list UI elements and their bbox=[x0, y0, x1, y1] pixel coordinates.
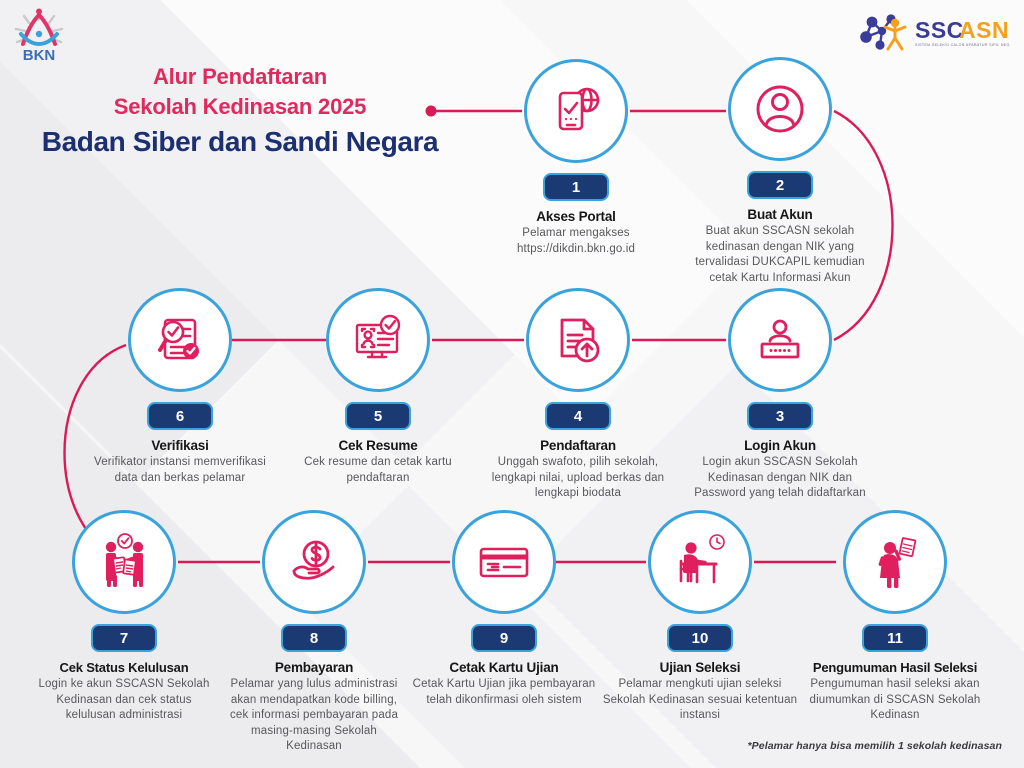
phone-globe-check-icon bbox=[547, 82, 605, 140]
step-icon-circle bbox=[728, 288, 832, 392]
step-title: Cek Resume bbox=[338, 438, 418, 453]
step-number-badge: 11 bbox=[862, 624, 928, 652]
bkn-logo: BKN bbox=[8, 4, 70, 66]
svg-text:ASN: ASN bbox=[959, 17, 1009, 43]
step-icon-circle bbox=[728, 57, 832, 161]
page-title: Alur Pendaftaran Sekolah Kedinasan 2025 … bbox=[0, 62, 480, 161]
hand-coin-dollar-icon bbox=[285, 533, 343, 591]
step-icon-circle bbox=[648, 510, 752, 614]
step-icon-circle bbox=[452, 510, 556, 614]
step-title: Cetak Kartu Ujian bbox=[449, 660, 559, 675]
step-icon-circle bbox=[524, 59, 628, 163]
sscasn-logo-subtext: SISTEM SELEKSI CALON APARATUR SIPIL NEGA… bbox=[915, 43, 1010, 47]
step-description: Pelamar mengakses https://dikdin.bkn.go.… bbox=[516, 227, 636, 255]
step-description: Cetak Kartu Ujian jika pembayaran telah … bbox=[412, 678, 596, 706]
step-node-10[interactable]: 10 Ujian Seleksi Pelamar mengkuti ujian … bbox=[600, 510, 800, 724]
person-celebrating-paper-icon bbox=[865, 532, 925, 592]
step-title: Ujian Seleksi bbox=[659, 660, 741, 675]
title-line-1: Alur Pendaftaran bbox=[152, 64, 328, 89]
two-people-documents-check-icon bbox=[94, 532, 154, 592]
sscasn-logo-text: SSC bbox=[915, 17, 964, 43]
id-card-icon bbox=[475, 533, 533, 591]
step-title: Verifikasi bbox=[151, 438, 209, 453]
step-number-badge: 9 bbox=[471, 624, 537, 652]
step-number-badge: 5 bbox=[345, 402, 411, 430]
step-icon-circle bbox=[128, 288, 232, 392]
step-node-1[interactable]: 1 Akses Portal Pelamar mengakses https:/… bbox=[476, 59, 676, 257]
footnote: *Pelamar hanya bisa memilih 1 sekolah ke… bbox=[747, 740, 1002, 752]
step-number-badge: 1 bbox=[543, 173, 609, 201]
step-description: Pengumuman hasil seleksi akan diumumkan … bbox=[809, 678, 981, 721]
step-description: Pelamar mengkuti ujian seleksi Sekolah K… bbox=[602, 678, 798, 721]
step-node-7[interactable]: 7 Cek Status Kelulusan Login ke akun SSC… bbox=[24, 510, 224, 724]
step-title: Pembayaran bbox=[274, 660, 354, 675]
step-number-badge: 6 bbox=[147, 402, 213, 430]
bkn-logo-text: BKN bbox=[23, 47, 56, 64]
document-magnifier-check-icon bbox=[151, 311, 209, 369]
step-title: Buat Akun bbox=[747, 207, 813, 222]
step-node-5[interactable]: 5 Cek Resume Cek resume dan cetak kartu … bbox=[278, 288, 478, 486]
title-line-3: Badan Siber dan Sandi Negara bbox=[41, 126, 439, 157]
step-title: Pendaftaran bbox=[540, 438, 616, 453]
step-description: Pelamar yang lulus administrasi akan men… bbox=[230, 678, 398, 752]
step-icon-circle bbox=[262, 510, 366, 614]
step-icon-circle bbox=[326, 288, 430, 392]
step-number-badge: 2 bbox=[747, 171, 813, 199]
step-number-badge: 8 bbox=[281, 624, 347, 652]
step-node-3[interactable]: 3 Login Akun Login akun SSCASN Sekolah K… bbox=[680, 288, 880, 502]
step-title: Cek Status Kelulusan bbox=[59, 660, 189, 675]
step-description: Verifikator instansi memverifikasi data … bbox=[94, 456, 266, 484]
step-number-badge: 4 bbox=[545, 402, 611, 430]
step-node-11[interactable]: 11 Pengumuman Hasil Seleksi Pengumuman h… bbox=[790, 510, 1000, 724]
step-node-9[interactable]: 9 Cetak Kartu Ujian Cetak Kartu Ujian ji… bbox=[404, 510, 604, 708]
step-description: Login akun SSCASN Sekolah Kedinasan deng… bbox=[694, 456, 866, 499]
step-title: Akses Portal bbox=[536, 209, 616, 224]
step-title: Login Akun bbox=[744, 438, 816, 453]
sscasn-logo: SSC ASN SISTEM SELEKSI CALON APARATUR SI… bbox=[858, 10, 1010, 54]
person-desk-clock-icon bbox=[669, 531, 731, 593]
step-number-badge: 10 bbox=[667, 624, 733, 652]
step-icon-circle bbox=[72, 510, 176, 614]
step-icon-circle bbox=[843, 510, 947, 614]
step-description: Login ke akun SSCASN Sekolah Kedinasan d… bbox=[38, 678, 210, 721]
step-description: Unggah swafoto, pilih sekolah, lengkapi … bbox=[491, 456, 665, 499]
monitor-profile-check-icon bbox=[349, 311, 407, 369]
step-node-2[interactable]: 2 Buat Akun Buat akun SSCASN sekolah ked… bbox=[680, 57, 880, 286]
step-node-8[interactable]: 8 Pembayaran Pelamar yang lulus administ… bbox=[214, 510, 414, 755]
user-circle-icon bbox=[751, 80, 809, 138]
step-number-badge: 7 bbox=[91, 624, 157, 652]
step-description: Cek resume dan cetak kartu pendaftaran bbox=[304, 456, 452, 484]
step-title: Pengumuman Hasil Seleksi bbox=[812, 660, 978, 675]
step-node-6[interactable]: 6 Verifikasi Verifikator instansi memver… bbox=[80, 288, 280, 486]
step-icon-circle bbox=[526, 288, 630, 392]
login-password-icon bbox=[751, 311, 809, 369]
title-line-2: Sekolah Kedinasan 2025 bbox=[113, 94, 367, 119]
step-number-badge: 3 bbox=[747, 402, 813, 430]
document-upload-icon bbox=[549, 311, 607, 369]
step-description: Buat akun SSCASN sekolah kedinasan denga… bbox=[695, 225, 865, 284]
step-node-4[interactable]: 4 Pendaftaran Unggah swafoto, pilih seko… bbox=[478, 288, 678, 502]
